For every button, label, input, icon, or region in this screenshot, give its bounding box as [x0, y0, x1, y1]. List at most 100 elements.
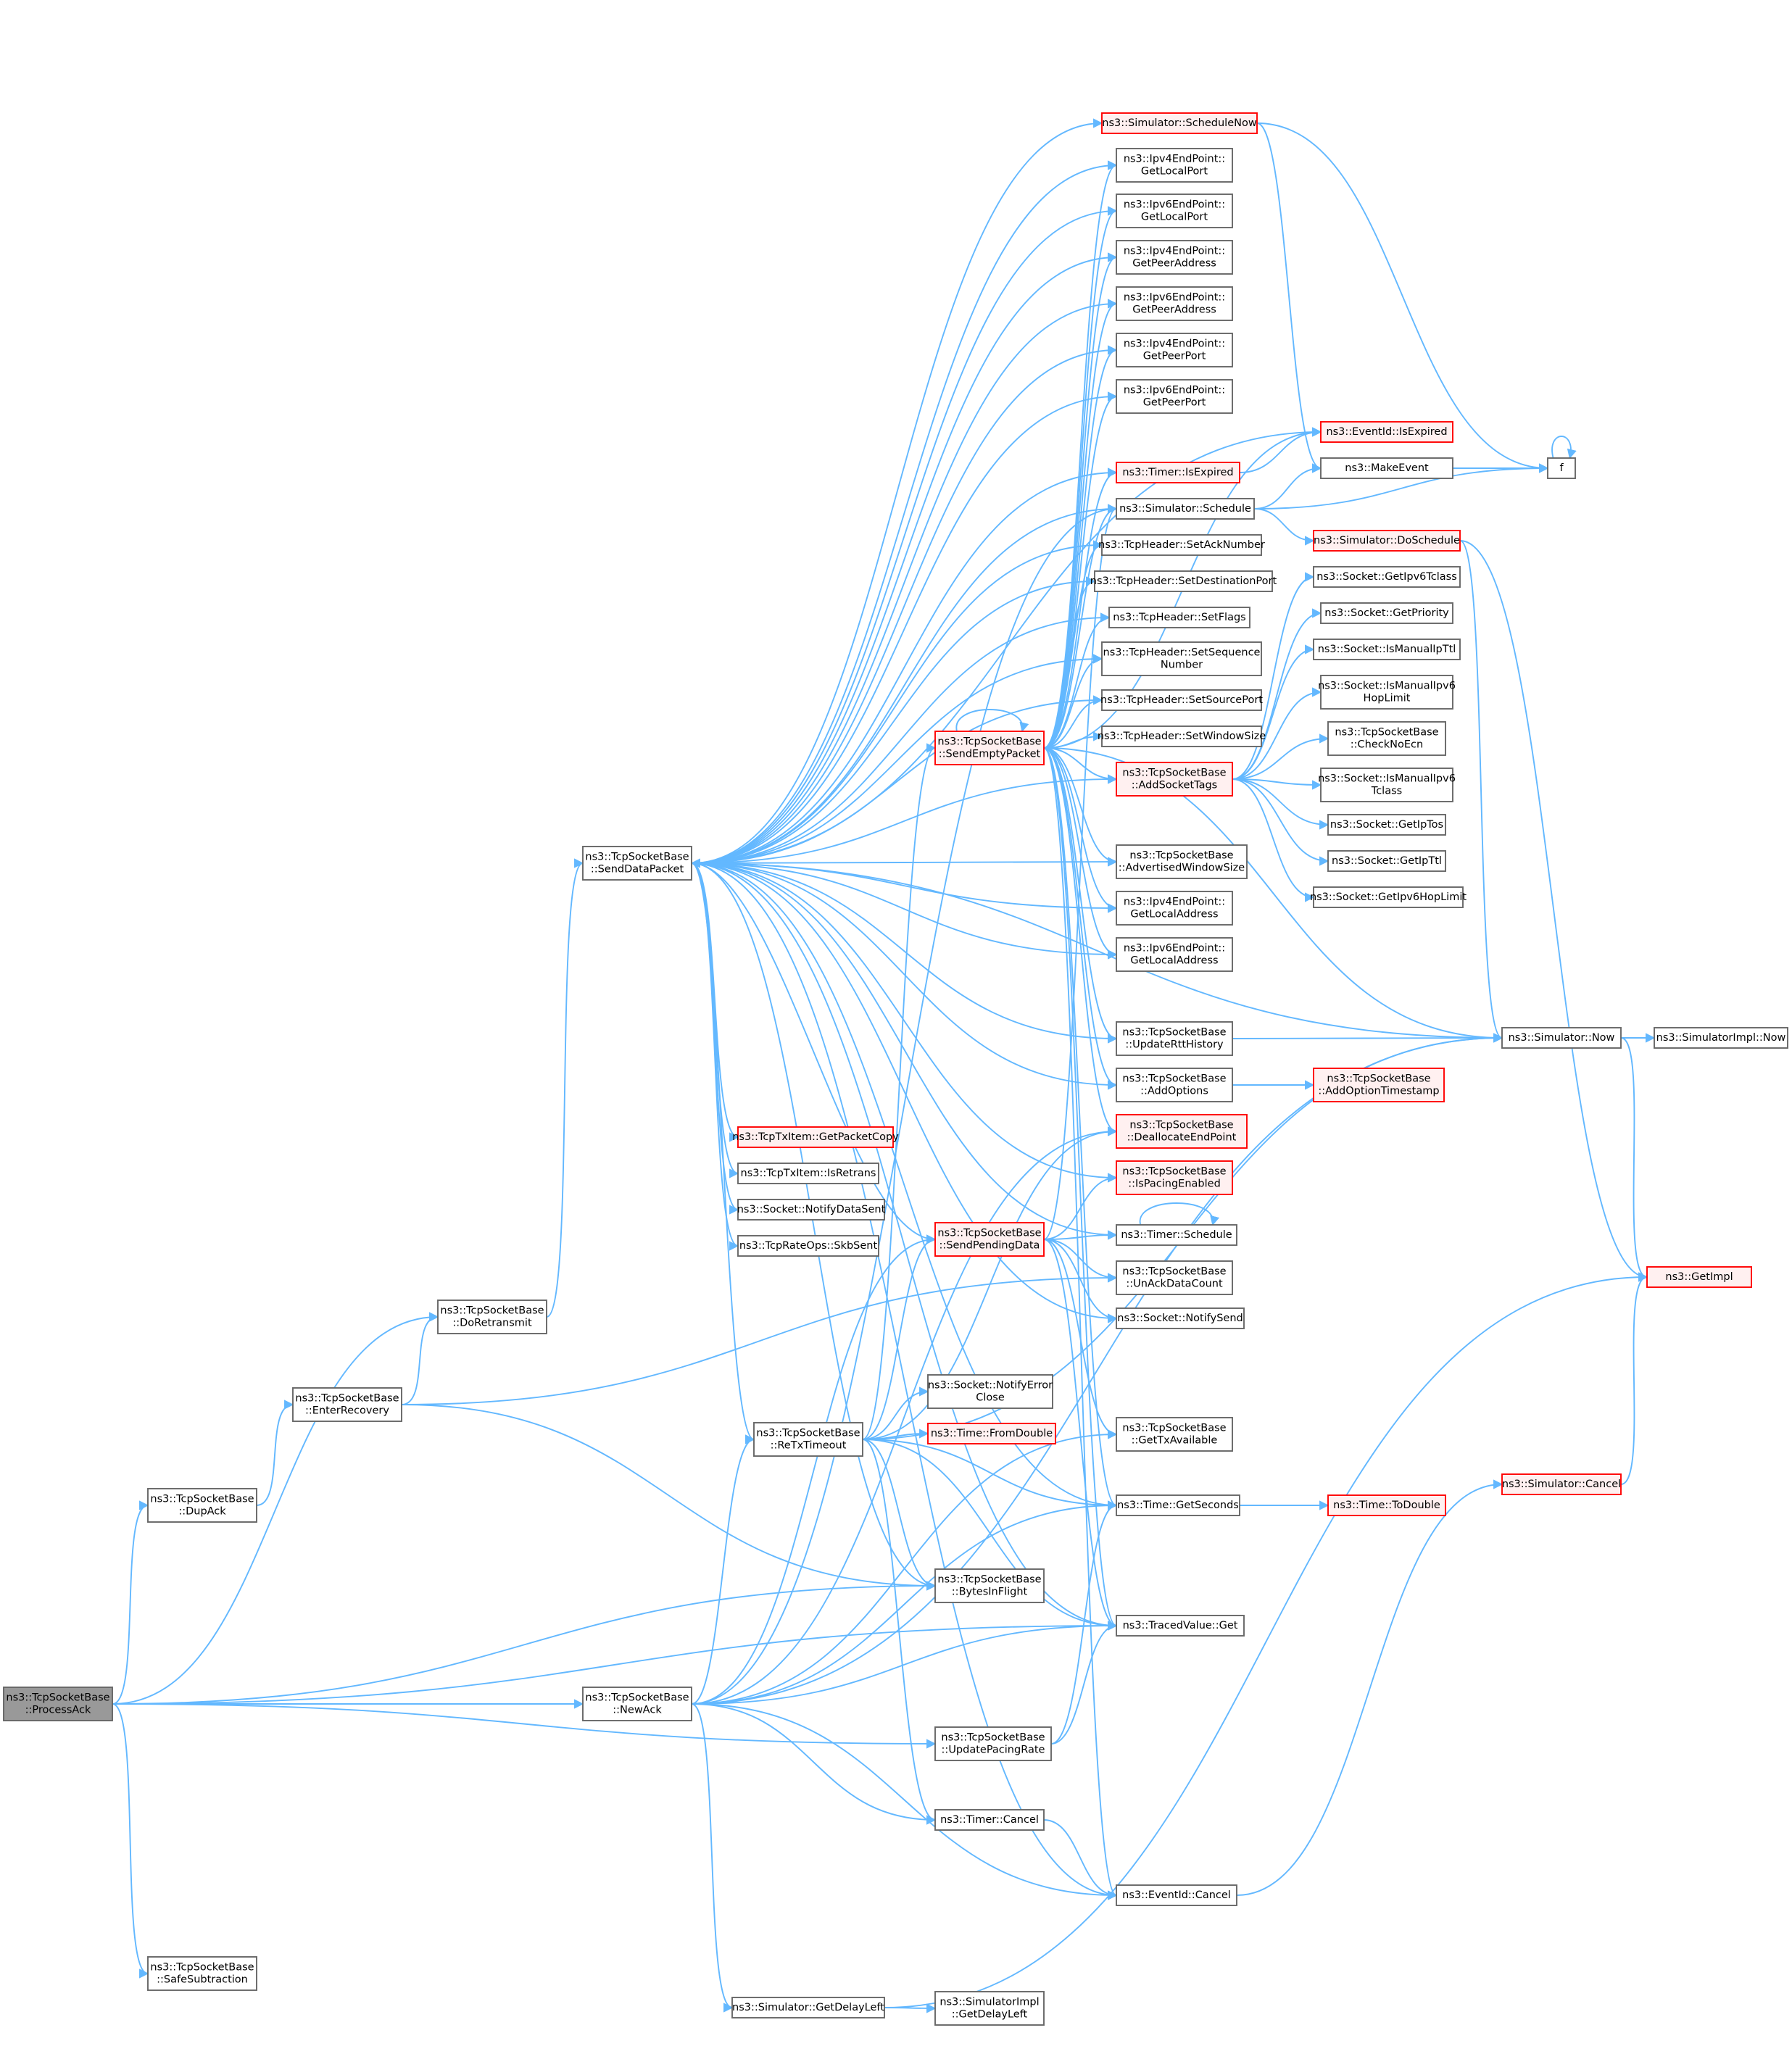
node-label: ns3::Timer::Cancel	[940, 1814, 1039, 1826]
node-get-ipv6-tclass[interactable]: ns3::Socket::GetIpv6Tclass	[1313, 566, 1461, 588]
node-label: HopLimit	[1364, 693, 1411, 704]
node-label: ns3::TcpTxItem::IsRetrans	[741, 1168, 876, 1179]
node-make-event[interactable]: ns3::MakeEvent	[1320, 457, 1453, 479]
node-dup-ack[interactable]: ns3::TcpSocketBase::DupAck	[147, 1488, 257, 1523]
node-get-priority[interactable]: ns3::Socket::GetPriority	[1320, 602, 1453, 624]
node-eventid-isexpired[interactable]: ns3::EventId::IsExpired	[1320, 421, 1453, 443]
node-ipv6-getlocalport[interactable]: ns3::Ipv6EndPoint::GetLocalPort	[1116, 194, 1233, 228]
node-get-delay-left[interactable]: ns3::Simulator::GetDelayLeft	[731, 1997, 885, 2018]
node-label: ::DeallocateEndPoint	[1127, 1132, 1237, 1144]
node-box	[1116, 762, 1233, 797]
node-notify-send[interactable]: ns3::Socket::NotifySend	[1116, 1307, 1245, 1329]
node-label: ns3::TcpSocketBase	[937, 736, 1041, 748]
node-timer-schedule[interactable]: ns3::Timer::Schedule	[1116, 1224, 1237, 1246]
node-label: ns3::TcpHeader::SetSourcePort	[1100, 694, 1263, 706]
node-timer-cancel[interactable]: ns3::Timer::Cancel	[934, 1809, 1045, 1831]
node-update-rtt-history[interactable]: ns3::TcpSocketBase::UpdateRttHistory	[1116, 1021, 1233, 1056]
node-safe-sub[interactable]: ns3::TcpSocketBase::SafeSubtraction	[147, 1956, 257, 1991]
node-is-pacing-enabled[interactable]: ns3::TcpSocketBase::IsPacingEnabled	[1116, 1160, 1233, 1195]
node-bytes-in-flight[interactable]: ns3::TcpSocketBase::BytesInFlight	[934, 1568, 1045, 1603]
node-simimpl-getdelayleft[interactable]: ns3::SimulatorImpl::GetDelayLeft	[934, 1991, 1045, 2026]
node-add-option-timestamp[interactable]: ns3::TcpSocketBase::AddOptionTimestamp	[1313, 1068, 1445, 1102]
node-label: ns3::TcpSocketBase	[1129, 850, 1233, 862]
node-get-ip-tos[interactable]: ns3::Socket::GetIpTos	[1327, 814, 1446, 836]
node-time-todouble[interactable]: ns3::Time::ToDouble	[1327, 1494, 1446, 1516]
node-ipv4-getlocalport[interactable]: ns3::Ipv4EndPoint::GetLocalPort	[1116, 148, 1233, 183]
node-time-getseconds[interactable]: ns3::Time::GetSeconds	[1116, 1494, 1240, 1516]
edge-process-ack-to-do-retransmit	[112, 1312, 439, 1705]
node-get-tx-available[interactable]: ns3::TcpSocketBase::GetTxAvailable	[1116, 1417, 1233, 1452]
edge-send-pending-data-to-traced-value-get	[1043, 1239, 1118, 1631]
node-label: ns3::Socket::GetIpv6HopLimit	[1310, 891, 1467, 903]
node-box	[1116, 1160, 1233, 1195]
node-box	[147, 1488, 257, 1523]
node-label: ns3::TcpSocketBase	[937, 1228, 1041, 1239]
node-unack-data-count[interactable]: ns3::TcpSocketBase::UnAckDataCount	[1116, 1260, 1233, 1295]
node-notify-data-sent[interactable]: ns3::Socket::NotifyDataSent	[737, 1199, 886, 1221]
node-get-ipv6-hoplimit[interactable]: ns3::Socket::GetIpv6HopLimit	[1310, 886, 1467, 908]
node-label: ns3::Simulator::DoSchedule	[1314, 535, 1460, 546]
node-enter-recovery[interactable]: ns3::TcpSocketBase::EnterRecovery	[292, 1387, 402, 1422]
node-check-no-ecn[interactable]: ns3::TcpSocketBase::CheckNoEcn	[1327, 721, 1446, 756]
node-do-retransmit[interactable]: ns3::TcpSocketBase::DoRetransmit	[437, 1300, 547, 1334]
node-set-flags[interactable]: ns3::TcpHeader::SetFlags	[1108, 607, 1250, 628]
node-ipv4-getpeerport[interactable]: ns3::Ipv4EndPoint::GetPeerPort	[1116, 333, 1233, 367]
node-box	[1116, 891, 1233, 926]
node-ipv6-getpeerport[interactable]: ns3::Ipv6EndPoint::GetPeerPort	[1116, 379, 1233, 414]
node-label: ns3::TcpSocketBase	[1122, 1073, 1226, 1085]
node-label: ns3::Ipv4EndPoint::	[1124, 246, 1225, 257]
node-box	[1116, 1260, 1233, 1295]
node-is-manual-ipttl[interactable]: ns3::Socket::IsManualIpTtl	[1313, 639, 1461, 660]
node-get-ip-ttl[interactable]: ns3::Socket::GetIpTtl	[1327, 850, 1446, 872]
node-new-ack[interactable]: ns3::TcpSocketBase::NewAck	[582, 1687, 692, 1721]
node-set-dest-port[interactable]: ns3::TcpHeader::SetDestinationPort	[1090, 570, 1277, 592]
node-label: f	[1559, 462, 1564, 474]
node-update-pacing-rate[interactable]: ns3::TcpSocketBase::UpdatePacingRate	[934, 1726, 1052, 1761]
node-traced-value-get[interactable]: ns3::TracedValue::Get	[1116, 1615, 1245, 1637]
node-retx-timeout[interactable]: ns3::TcpSocketBase::ReTxTimeout	[753, 1422, 863, 1457]
node-timer-isexpired[interactable]: ns3::Timer::IsExpired	[1116, 462, 1240, 483]
node-ipv4-getpeeraddress[interactable]: ns3::Ipv4EndPoint::GetPeerAddress	[1116, 240, 1233, 275]
node-time-fromdouble[interactable]: ns3::Time::FromDouble	[927, 1423, 1056, 1444]
node-set-window-size[interactable]: ns3::TcpHeader::SetWindowSize	[1098, 725, 1266, 747]
node-label: ns3::EventId::Cancel	[1122, 1889, 1231, 1901]
node-send-empty-packet[interactable]: ns3::TcpSocketBase::SendEmptyPacket	[934, 731, 1045, 765]
node-txitem-isretrans[interactable]: ns3::TcpTxItem::IsRetrans	[737, 1163, 879, 1184]
node-box	[934, 1726, 1052, 1761]
node-get-impl[interactable]: ns3::GetImpl	[1646, 1266, 1752, 1288]
call-edges	[112, 118, 1656, 2013]
node-sim-cancel[interactable]: ns3::Simulator::Cancel	[1501, 1473, 1622, 1495]
node-ipv4-getlocaladdress[interactable]: ns3::Ipv4EndPoint::GetLocalAddress	[1116, 891, 1233, 926]
node-f-func[interactable]: f	[1547, 457, 1576, 479]
node-ipv6-getpeeraddress[interactable]: ns3::Ipv6EndPoint::GetPeerAddress	[1116, 286, 1233, 321]
node-sim-schedule[interactable]: ns3::Simulator::Schedule	[1116, 498, 1255, 520]
node-ipv6-getlocaladdress[interactable]: ns3::Ipv6EndPoint::GetLocalAddress	[1116, 937, 1233, 972]
node-sim-doschedule[interactable]: ns3::Simulator::DoSchedule	[1313, 530, 1461, 552]
edge-dup-ack-to-enter-recovery	[256, 1400, 294, 1506]
node-skb-sent[interactable]: ns3::TcpRateOps::SkbSent	[737, 1235, 879, 1257]
node-add-socket-tags[interactable]: ns3::TcpSocketBase::AddSocketTags	[1116, 762, 1233, 797]
node-label: ns3::TcpSocketBase	[1122, 1423, 1226, 1434]
node-box	[1116, 240, 1233, 275]
edge-new-ack-to-deallocate-endpoint	[691, 1126, 1118, 1705]
node-box	[1116, 1615, 1245, 1637]
node-add-options[interactable]: ns3::TcpSocketBase::AddOptions	[1116, 1068, 1233, 1102]
node-txitem-getpacketcopy[interactable]: ns3::TcpTxItem::GetPacketCopy	[732, 1126, 899, 1148]
node-schedule-now[interactable]: ns3::Simulator::ScheduleNow	[1101, 112, 1258, 134]
node-process-ack[interactable]: ns3::TcpSocketBase::ProcessAck	[3, 1687, 113, 1721]
node-eventid-cancel[interactable]: ns3::EventId::Cancel	[1116, 1884, 1237, 1906]
node-simimpl-now[interactable]: ns3::SimulatorImpl::Now	[1654, 1027, 1788, 1049]
node-advertised-window[interactable]: ns3::TcpSocketBase::AdvertisedWindowSize	[1116, 844, 1248, 879]
node-sim-now[interactable]: ns3::Simulator::Now	[1501, 1027, 1622, 1049]
node-deallocate-endpoint[interactable]: ns3::TcpSocketBase::DeallocateEndPoint	[1116, 1114, 1248, 1149]
node-send-pending-data[interactable]: ns3::TcpSocketBase::SendPendingData	[934, 1222, 1045, 1257]
node-box	[1547, 457, 1576, 479]
node-set-ack-number[interactable]: ns3::TcpHeader::SetAckNumber	[1098, 534, 1265, 556]
node-set-source-port[interactable]: ns3::TcpHeader::SetSourcePort	[1100, 689, 1263, 711]
edge-schedule-now-to-make-event	[1256, 122, 1322, 473]
node-send-data-packet[interactable]: ns3::TcpSocketBase::SendDataPacket	[582, 846, 692, 881]
